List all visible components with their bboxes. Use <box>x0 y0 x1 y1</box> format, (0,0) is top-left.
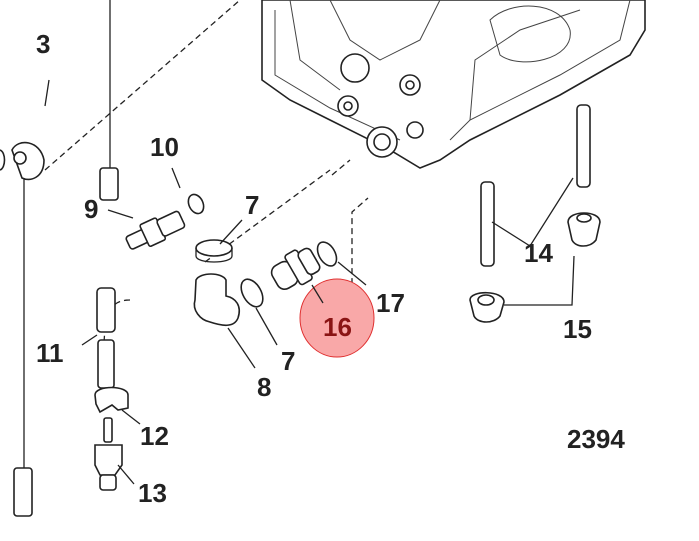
leader-line-16 <box>311 284 324 304</box>
part-9-fitting <box>125 210 186 250</box>
assembly-line <box>44 0 241 171</box>
assembly-line <box>331 159 351 176</box>
callout-9[interactable]: 9 <box>84 194 98 224</box>
part-10-o-ring <box>187 193 205 215</box>
callout-10[interactable]: 10 <box>150 132 179 162</box>
part-7-clamp-lower <box>240 278 264 308</box>
callout-16[interactable]: 16 <box>323 312 352 342</box>
part-13-sensor <box>94 417 123 491</box>
callout-15[interactable]: 15 <box>563 314 592 344</box>
part-15-nuts <box>469 212 601 323</box>
callout-12[interactable]: 12 <box>140 421 169 451</box>
figure-number: 2394 <box>567 424 625 454</box>
callout-8[interactable]: 8 <box>257 372 271 402</box>
callout-13[interactable]: 13 <box>138 478 167 508</box>
callout-7-upper[interactable]: 7 <box>245 190 259 220</box>
part-8-elbow-hose <box>193 273 241 327</box>
part-3-knock-sensor <box>0 0 119 517</box>
callout-11[interactable]: 11 <box>36 338 64 368</box>
callout-16-hotspot[interactable] <box>299 278 375 358</box>
callout-3[interactable]: 3 <box>36 29 50 59</box>
part-11-sleeve <box>97 339 115 389</box>
engine-block <box>261 0 646 169</box>
part-14-studs <box>480 104 591 267</box>
part-11-sleeve <box>96 287 116 333</box>
callout-14[interactable]: 14 <box>524 238 553 268</box>
callout-7-lower[interactable]: 7 <box>281 346 295 376</box>
part-7-clamp-upper <box>195 239 233 263</box>
part-16-fitting <box>270 247 321 290</box>
leader-lines <box>44 79 575 485</box>
part-17-o-ring <box>316 241 338 267</box>
callout-17[interactable]: 17 <box>376 288 405 318</box>
part-12-clip <box>94 386 129 414</box>
